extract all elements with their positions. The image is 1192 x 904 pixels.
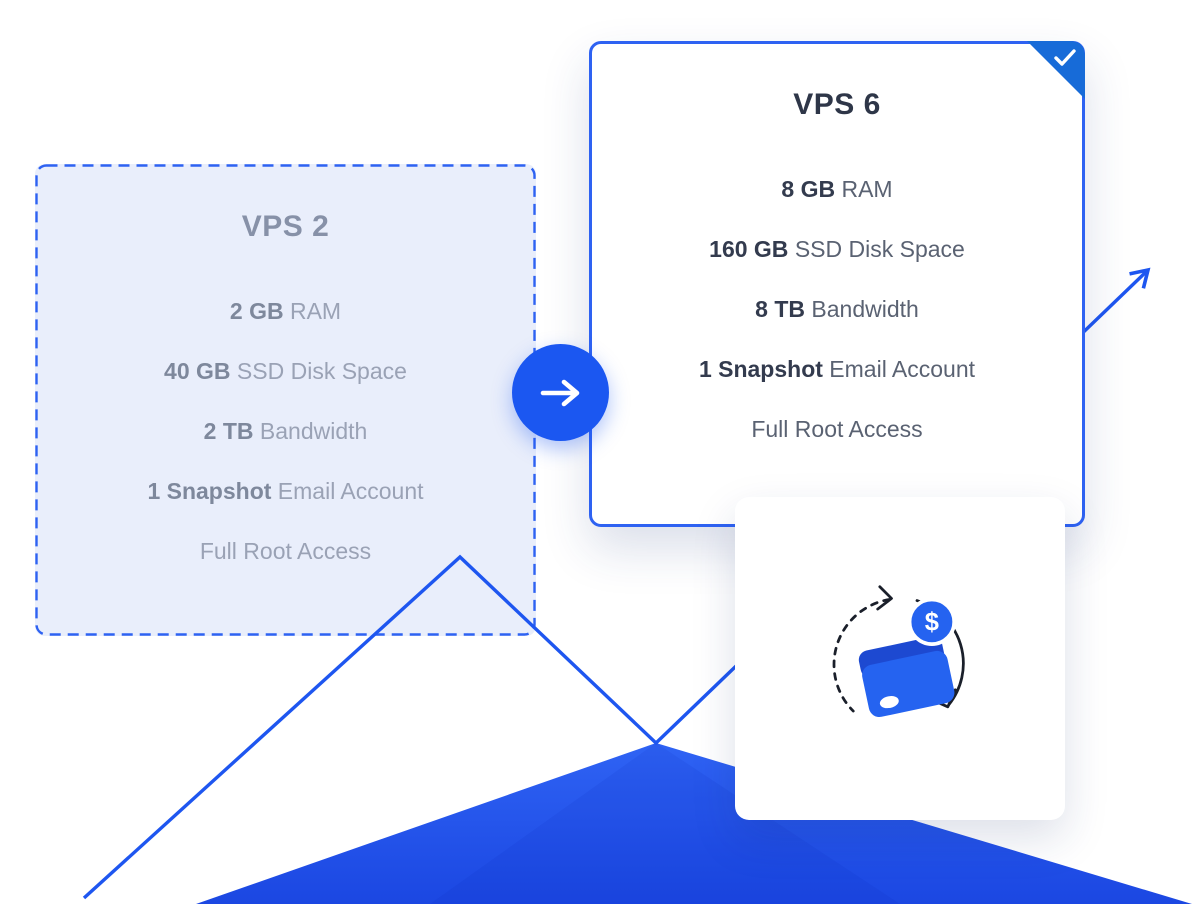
feature-disk: 160 GB SSD Disk Space [592,236,1082,263]
refresh-arrowhead-top [876,584,893,610]
feature-bandwidth: 8 TB Bandwidth [592,296,1082,323]
selected-corner-badge [1027,41,1085,99]
vps2-plan-card[interactable]: VPS 2 2 GB RAM 40 GB SSD Disk Space 2 TB… [35,164,536,636]
feature-value: 8 TB [755,296,806,322]
plan-title: VPS 6 [793,88,881,121]
feature-snapshot: 1 Snapshot Email Account [592,356,1082,383]
feature-value: 40 GB [164,358,231,384]
wallet [858,636,955,717]
upgrade-arrow-button[interactable] [512,344,609,441]
feature-label: RAM [841,176,893,202]
feature-label: SSD Disk Space [236,358,407,384]
feature-root-access: Full Root Access [35,538,536,565]
money-back-card: $ [735,497,1065,820]
feature-ram: 8 GB RAM [592,176,1082,203]
feature-snapshot: 1 Snapshot Email Account [35,478,536,505]
dollar-coin: $ [907,597,957,646]
feature-label: RAM [289,298,342,324]
feature-label: Full Root Access [199,538,372,564]
feature-value: 2 GB [229,298,284,324]
right-arrow-icon [540,379,579,406]
feature-label: Full Root Access [751,416,923,442]
feature-value: 1 Snapshot [147,478,272,504]
feature-label: Bandwidth [259,418,368,444]
feature-label: Bandwidth [811,296,919,322]
feature-label: Email Account [829,356,976,382]
feature-disk: 40 GB SSD Disk Space [35,358,536,385]
feature-list: 8 GB RAM 160 GB SSD Disk Space 8 TB Band… [592,176,1082,443]
checkmark-icon [1054,49,1076,66]
feature-label: Email Account [277,478,424,504]
feature-ram: 2 GB RAM [35,298,536,325]
feature-root-access: Full Root Access [592,416,1082,443]
feature-list: 2 GB RAM 40 GB SSD Disk Space 2 TB Bandw… [35,298,536,565]
wallet-refund-icon: $ [832,584,965,717]
feature-value: 8 GB [781,176,836,202]
feature-value: 160 GB [709,236,789,262]
feature-label: SSD Disk Space [794,236,965,262]
feature-value: 1 Snapshot [698,356,823,382]
dollar-sign: $ [925,608,939,636]
feature-bandwidth: 2 TB Bandwidth [35,418,536,445]
feature-value: 2 TB [203,418,254,444]
plan-title: VPS 2 [241,210,330,243]
vps6-plan-card[interactable]: VPS 6 8 GB RAM 160 GB SSD Disk Space 8 T… [589,41,1085,527]
